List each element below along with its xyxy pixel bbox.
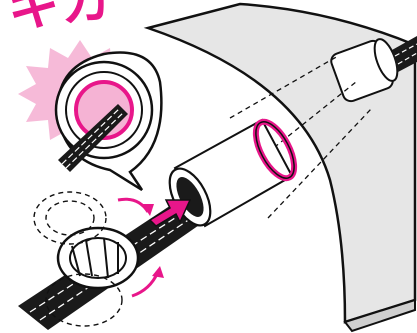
header-title: キカ bbox=[5, 0, 115, 40]
bushing bbox=[58, 228, 138, 288]
zoom-callout bbox=[56, 53, 161, 190]
